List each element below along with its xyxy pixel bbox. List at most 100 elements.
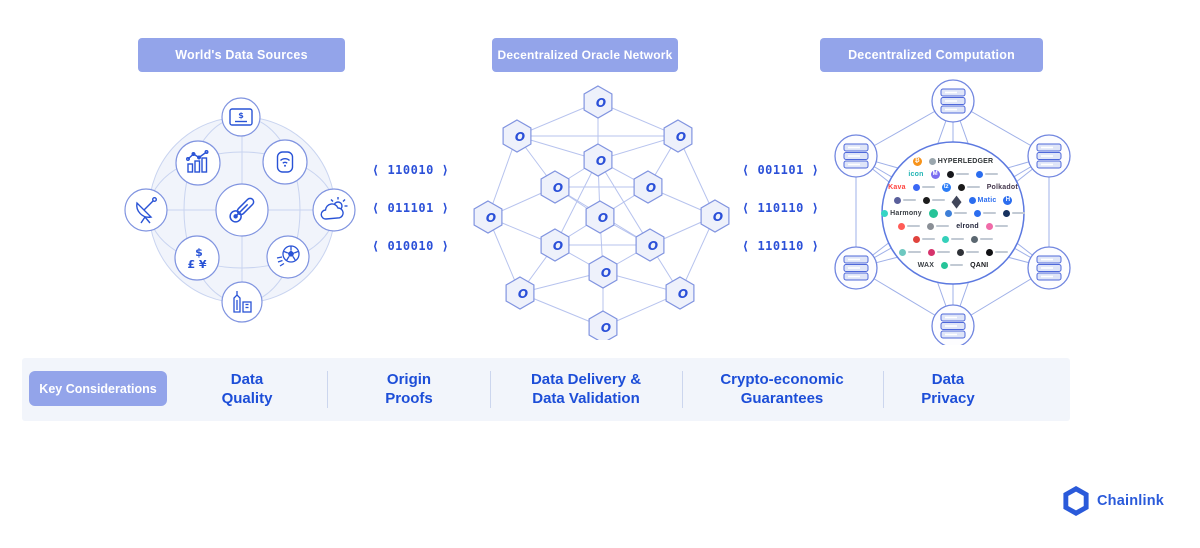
- server-stack-icon: [1027, 134, 1071, 178]
- oracle-hexagon: [505, 276, 535, 310]
- chainlink-hexagon-icon: [1063, 486, 1089, 516]
- svg-text:O: O: [646, 181, 656, 195]
- header-chip-oracle-network: Decentralized Oracle Network: [492, 38, 678, 72]
- header-chip-computation: Decentralized Computation: [820, 38, 1043, 72]
- logo-chip: [985, 222, 1008, 230]
- logo-chip: [973, 209, 996, 217]
- logo-chip: HYPERLEDGER: [928, 157, 994, 165]
- divider: [327, 371, 328, 408]
- oracle-hexagon: [588, 255, 618, 289]
- server-stack-icon: [931, 79, 975, 123]
- server-stack-icon: [834, 134, 878, 178]
- server-nodes: [834, 79, 1071, 345]
- oracle-hexagon: [665, 276, 695, 310]
- city-icon: [233, 291, 252, 313]
- binary-code: ⟨ 110010 ⟩: [372, 163, 450, 177]
- svg-text:£ ¥: £ ¥: [187, 258, 206, 271]
- currency-icon: $ £ ¥: [187, 246, 206, 271]
- logo-chip: [944, 209, 967, 217]
- key-considerations-strip: Key Considerations Data Quality Origin P…: [22, 358, 1070, 421]
- svg-text:O: O: [518, 287, 528, 301]
- svg-text:O: O: [598, 211, 608, 225]
- logo-row: icon M: [908, 169, 998, 179]
- server-stack-icon: [834, 246, 878, 290]
- logo-row: [898, 247, 1008, 257]
- thermometer-icon: [229, 197, 255, 223]
- svg-text:O: O: [515, 130, 525, 144]
- svg-text:O: O: [678, 287, 688, 301]
- logo-row: Harmony: [881, 208, 1025, 218]
- logo-chip: [928, 208, 938, 218]
- logo-chip: [942, 235, 964, 243]
- svg-text:O: O: [601, 321, 611, 335]
- logo-chip: icon: [908, 170, 924, 178]
- logo-chip: [957, 183, 980, 191]
- logo-chip: [893, 196, 916, 204]
- svg-text:O: O: [486, 211, 496, 225]
- svg-text:O: O: [648, 239, 658, 253]
- consideration-origin-proofs: Origin Proofs: [385, 371, 433, 407]
- logo-chip: [985, 248, 1008, 256]
- logo-chip: [898, 222, 921, 230]
- svg-text:O: O: [553, 239, 563, 253]
- consideration-data-quality: Data Quality: [221, 371, 273, 407]
- oracle-hexagon: [540, 228, 570, 262]
- logo-chip: Harmony: [881, 209, 922, 217]
- logo-chip: [971, 235, 993, 243]
- header-chip-data-sources: World's Data Sources: [138, 38, 345, 72]
- logo-chip: ₿: [912, 156, 922, 166]
- binary-codes-left: ⟨ 110010 ⟩ ⟨ 011101 ⟩ ⟨ 010010 ⟩: [372, 162, 449, 254]
- oracle-hexagon: [502, 119, 532, 153]
- binary-code: ⟨ 010010 ⟩: [372, 239, 450, 253]
- logo-chip: [946, 170, 969, 178]
- divider: [490, 371, 491, 408]
- sports-icon: [276, 245, 300, 267]
- svg-text:$: $: [195, 246, 203, 259]
- server-stack-icon: [1027, 246, 1071, 290]
- divider: [682, 371, 683, 408]
- logo-chip: Matic: [968, 196, 997, 204]
- chainlink-wordmark: Chainlink: [1097, 493, 1165, 509]
- logo-chip: [1002, 209, 1025, 217]
- logo-row: ₿ HYPERLEDGER: [912, 156, 994, 166]
- binary-codes-right: ⟨ 001101 ⟩ ⟨ 110110 ⟩ ⟨ 110110 ⟩: [742, 162, 819, 254]
- binary-code: ⟨ 110110 ⟩: [742, 239, 820, 253]
- logo-row: elrond: [898, 221, 1008, 231]
- server-stack-icon: [931, 304, 975, 345]
- svg-text:O: O: [676, 130, 686, 144]
- oracle-hexagon: [635, 228, 665, 262]
- logo-chip: Polkadot: [986, 183, 1018, 191]
- divider: [883, 371, 884, 408]
- svg-text:O: O: [596, 96, 606, 110]
- satellite-dish-icon: [136, 196, 157, 224]
- logo-chip: tz: [941, 182, 951, 192]
- oracle-hexagon: [473, 200, 503, 234]
- logo-chip: [912, 183, 935, 191]
- oracle-hexagon: [585, 200, 615, 234]
- svg-text:O: O: [713, 210, 723, 224]
- logo-chip: [941, 261, 964, 269]
- oracle-hexagon: [663, 119, 693, 153]
- logo-chip: H: [1003, 195, 1013, 205]
- logo-chip: M: [930, 169, 940, 179]
- consideration-data-delivery: Data Delivery & Data Validation: [530, 371, 642, 407]
- payment-card-icon: $: [229, 108, 253, 126]
- binary-code: ⟨ 001101 ⟩: [742, 163, 820, 177]
- oracle-hexagon: [588, 310, 618, 340]
- svg-text:O: O: [553, 181, 563, 195]
- iot-watch-icon: [276, 151, 294, 173]
- oracle-hexagon: [583, 85, 613, 119]
- oracle-hexagon: [540, 170, 570, 204]
- logo-row: WAX QANI: [918, 260, 989, 270]
- weather-icon: [320, 197, 348, 220]
- logo-chip: WAX: [917, 261, 935, 269]
- logo-chip: [922, 196, 945, 204]
- logo-chip: elrond: [956, 222, 979, 230]
- svg-text:O: O: [601, 266, 611, 280]
- logo-chip: QANI: [970, 261, 989, 269]
- oracle-hexagon: [633, 170, 663, 204]
